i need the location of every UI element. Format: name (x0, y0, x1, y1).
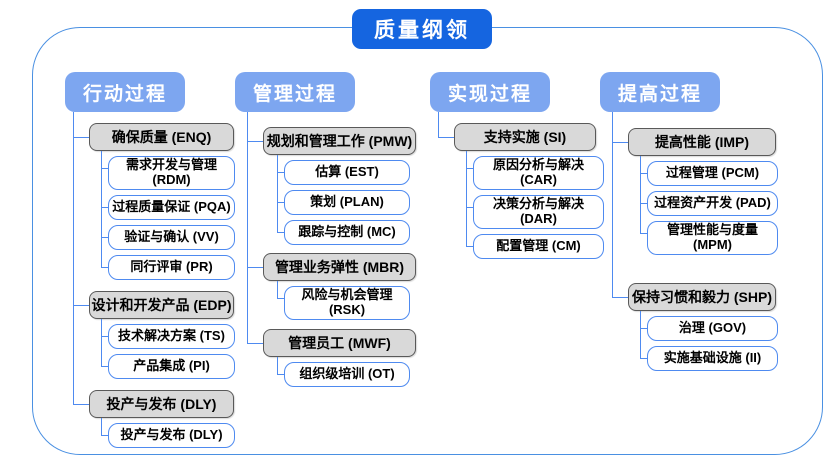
leaf-node: 过程管理 (PCM) (647, 161, 778, 186)
leaf-node: 需求开发与管理 (RDM) (108, 156, 235, 190)
column-tree: 提高性能 (IMP) 过程管理 (PCM) 过程资产开发 (PAD) 管理性能与… (612, 112, 778, 371)
tree-branch: 治理 (GOV) (640, 310, 778, 341)
column-header-implementation-process: 实现过程 (430, 72, 550, 112)
tree-branch: 估算 (EST) (277, 155, 416, 185)
group-mbr: 管理业务弹性 (MBR) 风险与机会管理 (RSK) (247, 245, 416, 320)
group-node: 管理业务弹性 (MBR) (263, 253, 416, 281)
column-management-process: 管理过程 规划和管理工作 (PMW) 估算 (EST) 策划 (PLAN) 跟踪… (235, 72, 416, 387)
group-children: 过程管理 (PCM) 过程资产开发 (PAD) 管理性能与度量 (MPM) (640, 156, 778, 255)
tree-branch: 需求开发与管理 (RDM) (101, 151, 235, 190)
group-children: 治理 (GOV) 实施基础设施 (II) (640, 310, 778, 371)
tree-branch: 技术解决方案 (TS) (101, 318, 235, 349)
leaf-node: 同行评审 (PR) (108, 254, 235, 280)
leaf-node: 决策分析与解决 (DAR) (473, 194, 604, 229)
diagram-title: 质量纲领 (352, 9, 492, 49)
leaf-node: 组织级培训 (OT) (284, 361, 410, 387)
column-header-improvement-process: 提高过程 (600, 72, 720, 112)
column-tree: 规划和管理工作 (PMW) 估算 (EST) 策划 (PLAN) 跟踪与控制 (… (247, 112, 416, 387)
group-children: 投产与发布 (DLY) (101, 417, 235, 448)
column-tree: 支持实施 (SI) 原因分析与解决 (CAR) 决策分析与解决 (DAR) 配置… (438, 112, 604, 259)
tree-branch: 原因分析与解决 (CAR) (466, 151, 604, 190)
leaf-node: 实施基础设施 (II) (647, 345, 778, 371)
tree-branch: 决策分析与解决 (DAR) (466, 189, 604, 229)
tree-branch: 跟踪与控制 (MC) (277, 215, 416, 245)
leaf-node: 策划 (PLAN) (284, 190, 410, 215)
leaf-node: 验证与确认 (VV) (108, 224, 235, 250)
group-imp: 提高性能 (IMP) 过程管理 (PCM) 过程资产开发 (PAD) 管理性能与… (612, 112, 778, 255)
group-dly: 投产与发布 (DLY) 投产与发布 (DLY) (73, 378, 235, 448)
group-node: 确保质量 (ENQ) (89, 123, 234, 151)
group-children: 需求开发与管理 (RDM) 过程质量保证 (PQA) 验证与确认 (VV) 同行… (101, 151, 235, 280)
group-node: 管理员工 (MWF) (263, 328, 416, 357)
leaf-node: 技术解决方案 (TS) (108, 323, 235, 349)
group-children: 原因分析与解决 (CAR) 决策分析与解决 (DAR) 配置管理 (CM) (466, 151, 604, 259)
leaf-node: 配置管理 (CM) (473, 233, 604, 259)
tree-branch: 策划 (PLAN) (277, 185, 416, 215)
group-node: 规划和管理工作 (PMW) (263, 127, 416, 155)
tree-branch: 实施基础设施 (II) (640, 340, 778, 371)
group-node: 支持实施 (SI) (454, 123, 596, 151)
column-header-management-process: 管理过程 (235, 72, 355, 112)
leaf-node: 过程资产开发 (PAD) (647, 191, 778, 216)
column-action-process: 行动过程 确保质量 (ENQ) 需求开发与管理 (RDM) 过程质量保证 (PQ… (65, 72, 235, 448)
group-node: 提高性能 (IMP) (628, 128, 776, 156)
tree-branch: 过程质量保证 (PQA) (101, 189, 235, 220)
group-edp: 设计和开发产品 (EDP) 技术解决方案 (TS) 产品集成 (PI) (73, 279, 235, 379)
tree-branch: 同行评审 (PR) (101, 249, 235, 280)
leaf-node: 管理性能与度量 (MPM) (647, 221, 778, 255)
group-node: 设计和开发产品 (EDP) (89, 290, 234, 319)
tree-branch: 过程管理 (PCM) (640, 156, 778, 186)
group-children: 技术解决方案 (TS) 产品集成 (PI) (101, 318, 235, 379)
group-pmw: 规划和管理工作 (PMW) 估算 (EST) 策划 (PLAN) 跟踪与控制 (… (247, 112, 416, 245)
tree-branch: 过程资产开发 (PAD) (640, 186, 778, 216)
group-node: 投产与发布 (DLY) (89, 389, 234, 418)
group-enq: 确保质量 (ENQ) 需求开发与管理 (RDM) 过程质量保证 (PQA) 验证… (73, 112, 235, 280)
leaf-node: 风险与机会管理 (RSK) (284, 286, 410, 320)
column-tree: 确保质量 (ENQ) 需求开发与管理 (RDM) 过程质量保证 (PQA) 验证… (73, 112, 235, 448)
group-shp: 保持习惯和毅力 (SHP) 治理 (GOV) 实施基础设施 (II) (612, 254, 778, 371)
leaf-node: 投产与发布 (DLY) (108, 422, 235, 448)
leaf-node: 产品集成 (PI) (108, 353, 235, 379)
column-implementation-process: 实现过程 支持实施 (SI) 原因分析与解决 (CAR) 决策分析与解决 (DA… (430, 72, 604, 259)
tree-branch: 组织级培训 (OT) (277, 356, 416, 387)
leaf-node: 原因分析与解决 (CAR) (473, 156, 604, 190)
tree-branch: 管理性能与度量 (MPM) (640, 216, 778, 255)
group-si: 支持实施 (SI) 原因分析与解决 (CAR) 决策分析与解决 (DAR) 配置… (438, 112, 604, 259)
group-mwf: 管理员工 (MWF) 组织级培训 (OT) (247, 319, 416, 387)
group-children: 风险与机会管理 (RSK) (277, 281, 416, 320)
leaf-node: 过程质量保证 (PQA) (108, 194, 235, 220)
tree-branch: 产品集成 (PI) (101, 348, 235, 379)
tree-branch: 投产与发布 (DLY) (101, 417, 235, 448)
group-node: 保持习惯和毅力 (SHP) (628, 282, 776, 311)
leaf-node: 跟踪与控制 (MC) (284, 220, 410, 245)
tree-branch: 验证与确认 (VV) (101, 219, 235, 250)
tree-branch: 风险与机会管理 (RSK) (277, 281, 416, 320)
column-header-action-process: 行动过程 (65, 72, 185, 112)
tree-branch: 配置管理 (CM) (466, 228, 604, 259)
group-children: 组织级培训 (OT) (277, 356, 416, 387)
group-children: 估算 (EST) 策划 (PLAN) 跟踪与控制 (MC) (277, 155, 416, 245)
column-improvement-process: 提高过程 提高性能 (IMP) 过程管理 (PCM) 过程资产开发 (PAD) … (600, 72, 778, 371)
leaf-node: 估算 (EST) (284, 160, 410, 185)
leaf-node: 治理 (GOV) (647, 315, 778, 341)
